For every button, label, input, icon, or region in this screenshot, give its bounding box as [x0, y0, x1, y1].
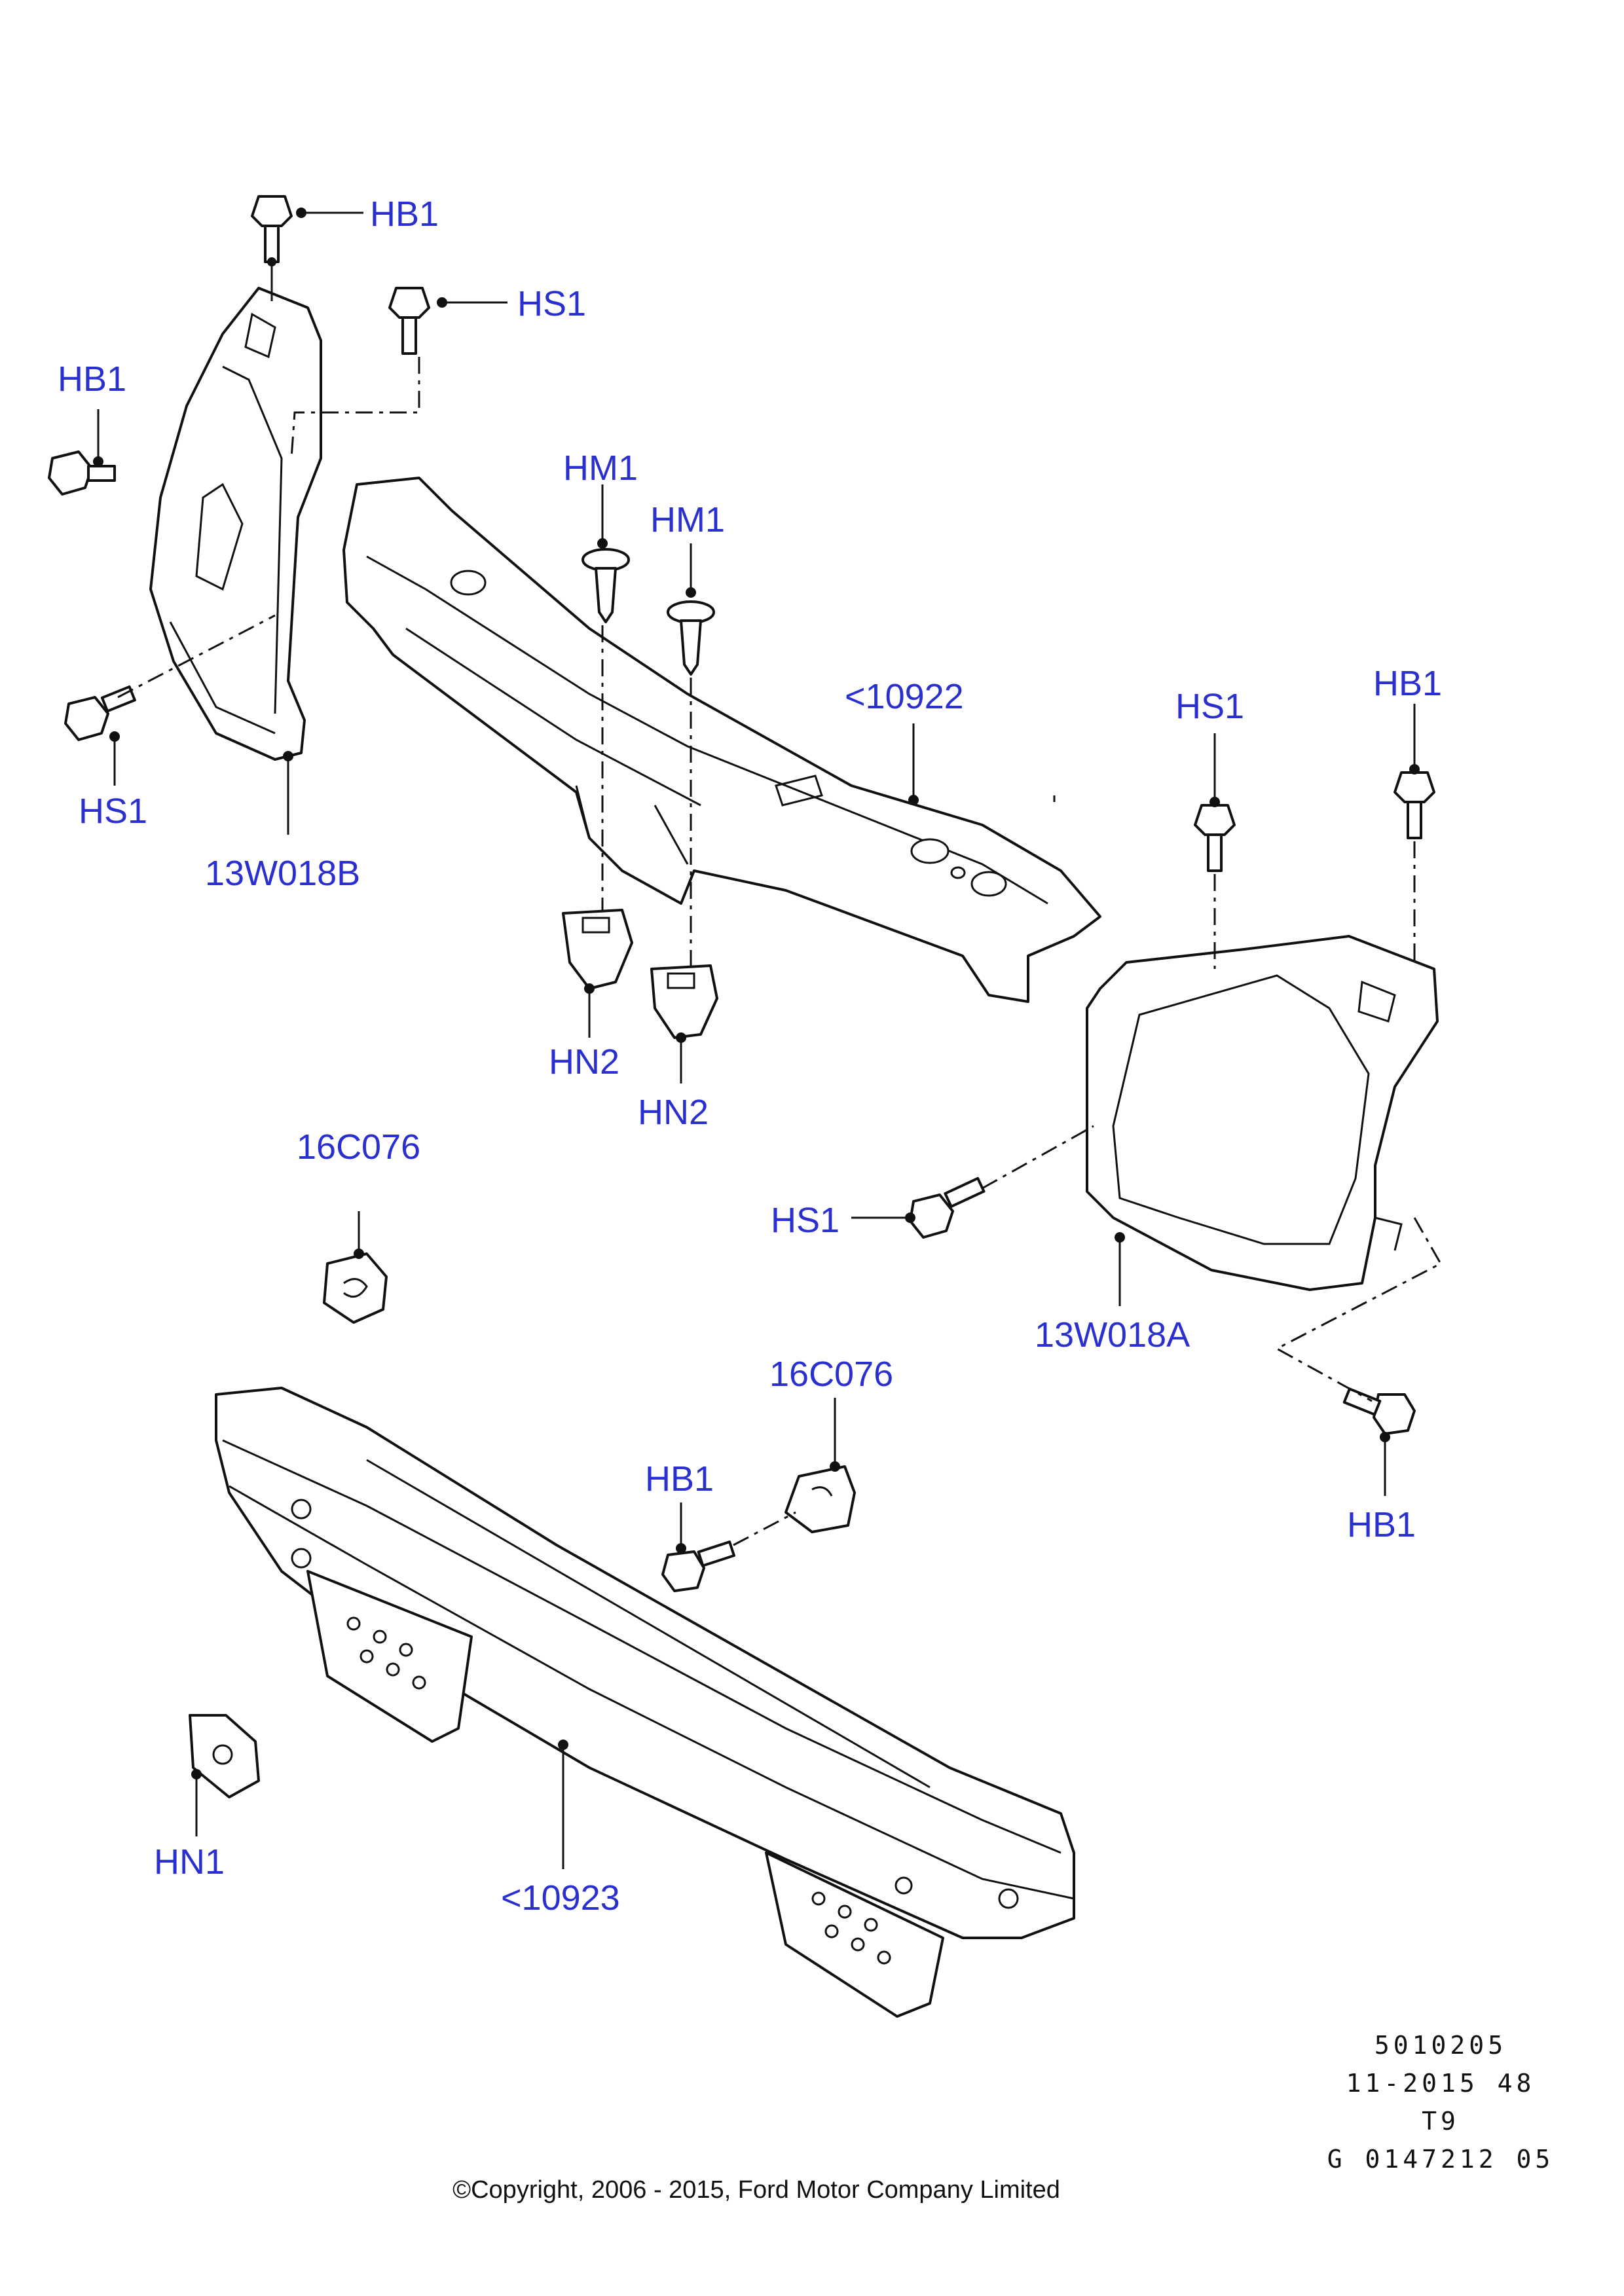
bolt-icon [661, 1540, 735, 1592]
callout-label: HS1 [771, 1201, 840, 1240]
bolt-icon [251, 195, 293, 263]
part-number-label: <10923 [501, 1878, 620, 1918]
bolt-icon [48, 450, 116, 496]
callout-label: HM1 [563, 448, 638, 488]
callout-label: HB1 [1347, 1505, 1416, 1544]
push-pin-icon [581, 548, 630, 623]
screw-icon [388, 287, 430, 355]
callout-label: HN1 [154, 1842, 225, 1882]
reference-code: 5010205 [1375, 2031, 1507, 2060]
clip-16c076-left [323, 1252, 388, 1324]
screw-icon [909, 1176, 986, 1239]
callout-label: HS1 [1175, 687, 1244, 726]
callout-label: HB1 [645, 1459, 714, 1499]
clip-16c076-right [784, 1465, 856, 1533]
center-lines [117, 357, 1443, 1546]
part-number-label: 13W018B [205, 854, 360, 893]
part-number-label: 16C076 [769, 1355, 893, 1394]
callout-label: HN2 [638, 1093, 709, 1132]
leader-lines [93, 208, 1420, 1869]
callout-label: HB1 [370, 194, 439, 234]
upper-crossmember-10922 [342, 477, 1101, 1003]
screw-icon [1194, 804, 1236, 872]
bolt-icon [1342, 1387, 1416, 1435]
nut-hn2-b [650, 964, 718, 1039]
nut-hn2-a [562, 909, 633, 990]
callout-label: HS1 [517, 284, 586, 323]
left-bracket-13w018b [149, 287, 322, 761]
callout-label: HN2 [549, 1042, 619, 1082]
screw-icon [64, 685, 136, 741]
callout-label: HB1 [58, 359, 126, 399]
callout-label: HM1 [650, 500, 725, 539]
reference-code: G 0147212 05 [1327, 2145, 1555, 2174]
bumper-beam-10923 [215, 1387, 1075, 2018]
callout-label: HS1 [79, 792, 147, 831]
callout-label: HB1 [1373, 664, 1442, 703]
reference-date: 11-2015 48 [1346, 2069, 1536, 2098]
reference-code: T9 [1422, 2107, 1460, 2136]
nut-hn1 [189, 1714, 260, 1798]
copyright-notice: ©Copyright, 2006 - 2015, Ford Motor Comp… [452, 2176, 1060, 2204]
push-pin-icon [667, 600, 715, 676]
bolt-icon [1393, 771, 1435, 839]
part-number-label: 13W018A [1035, 1315, 1190, 1355]
part-number-label: <10922 [845, 677, 964, 716]
part-number-label: 16C076 [297, 1127, 420, 1167]
right-bracket-13w018a [1086, 935, 1439, 1291]
